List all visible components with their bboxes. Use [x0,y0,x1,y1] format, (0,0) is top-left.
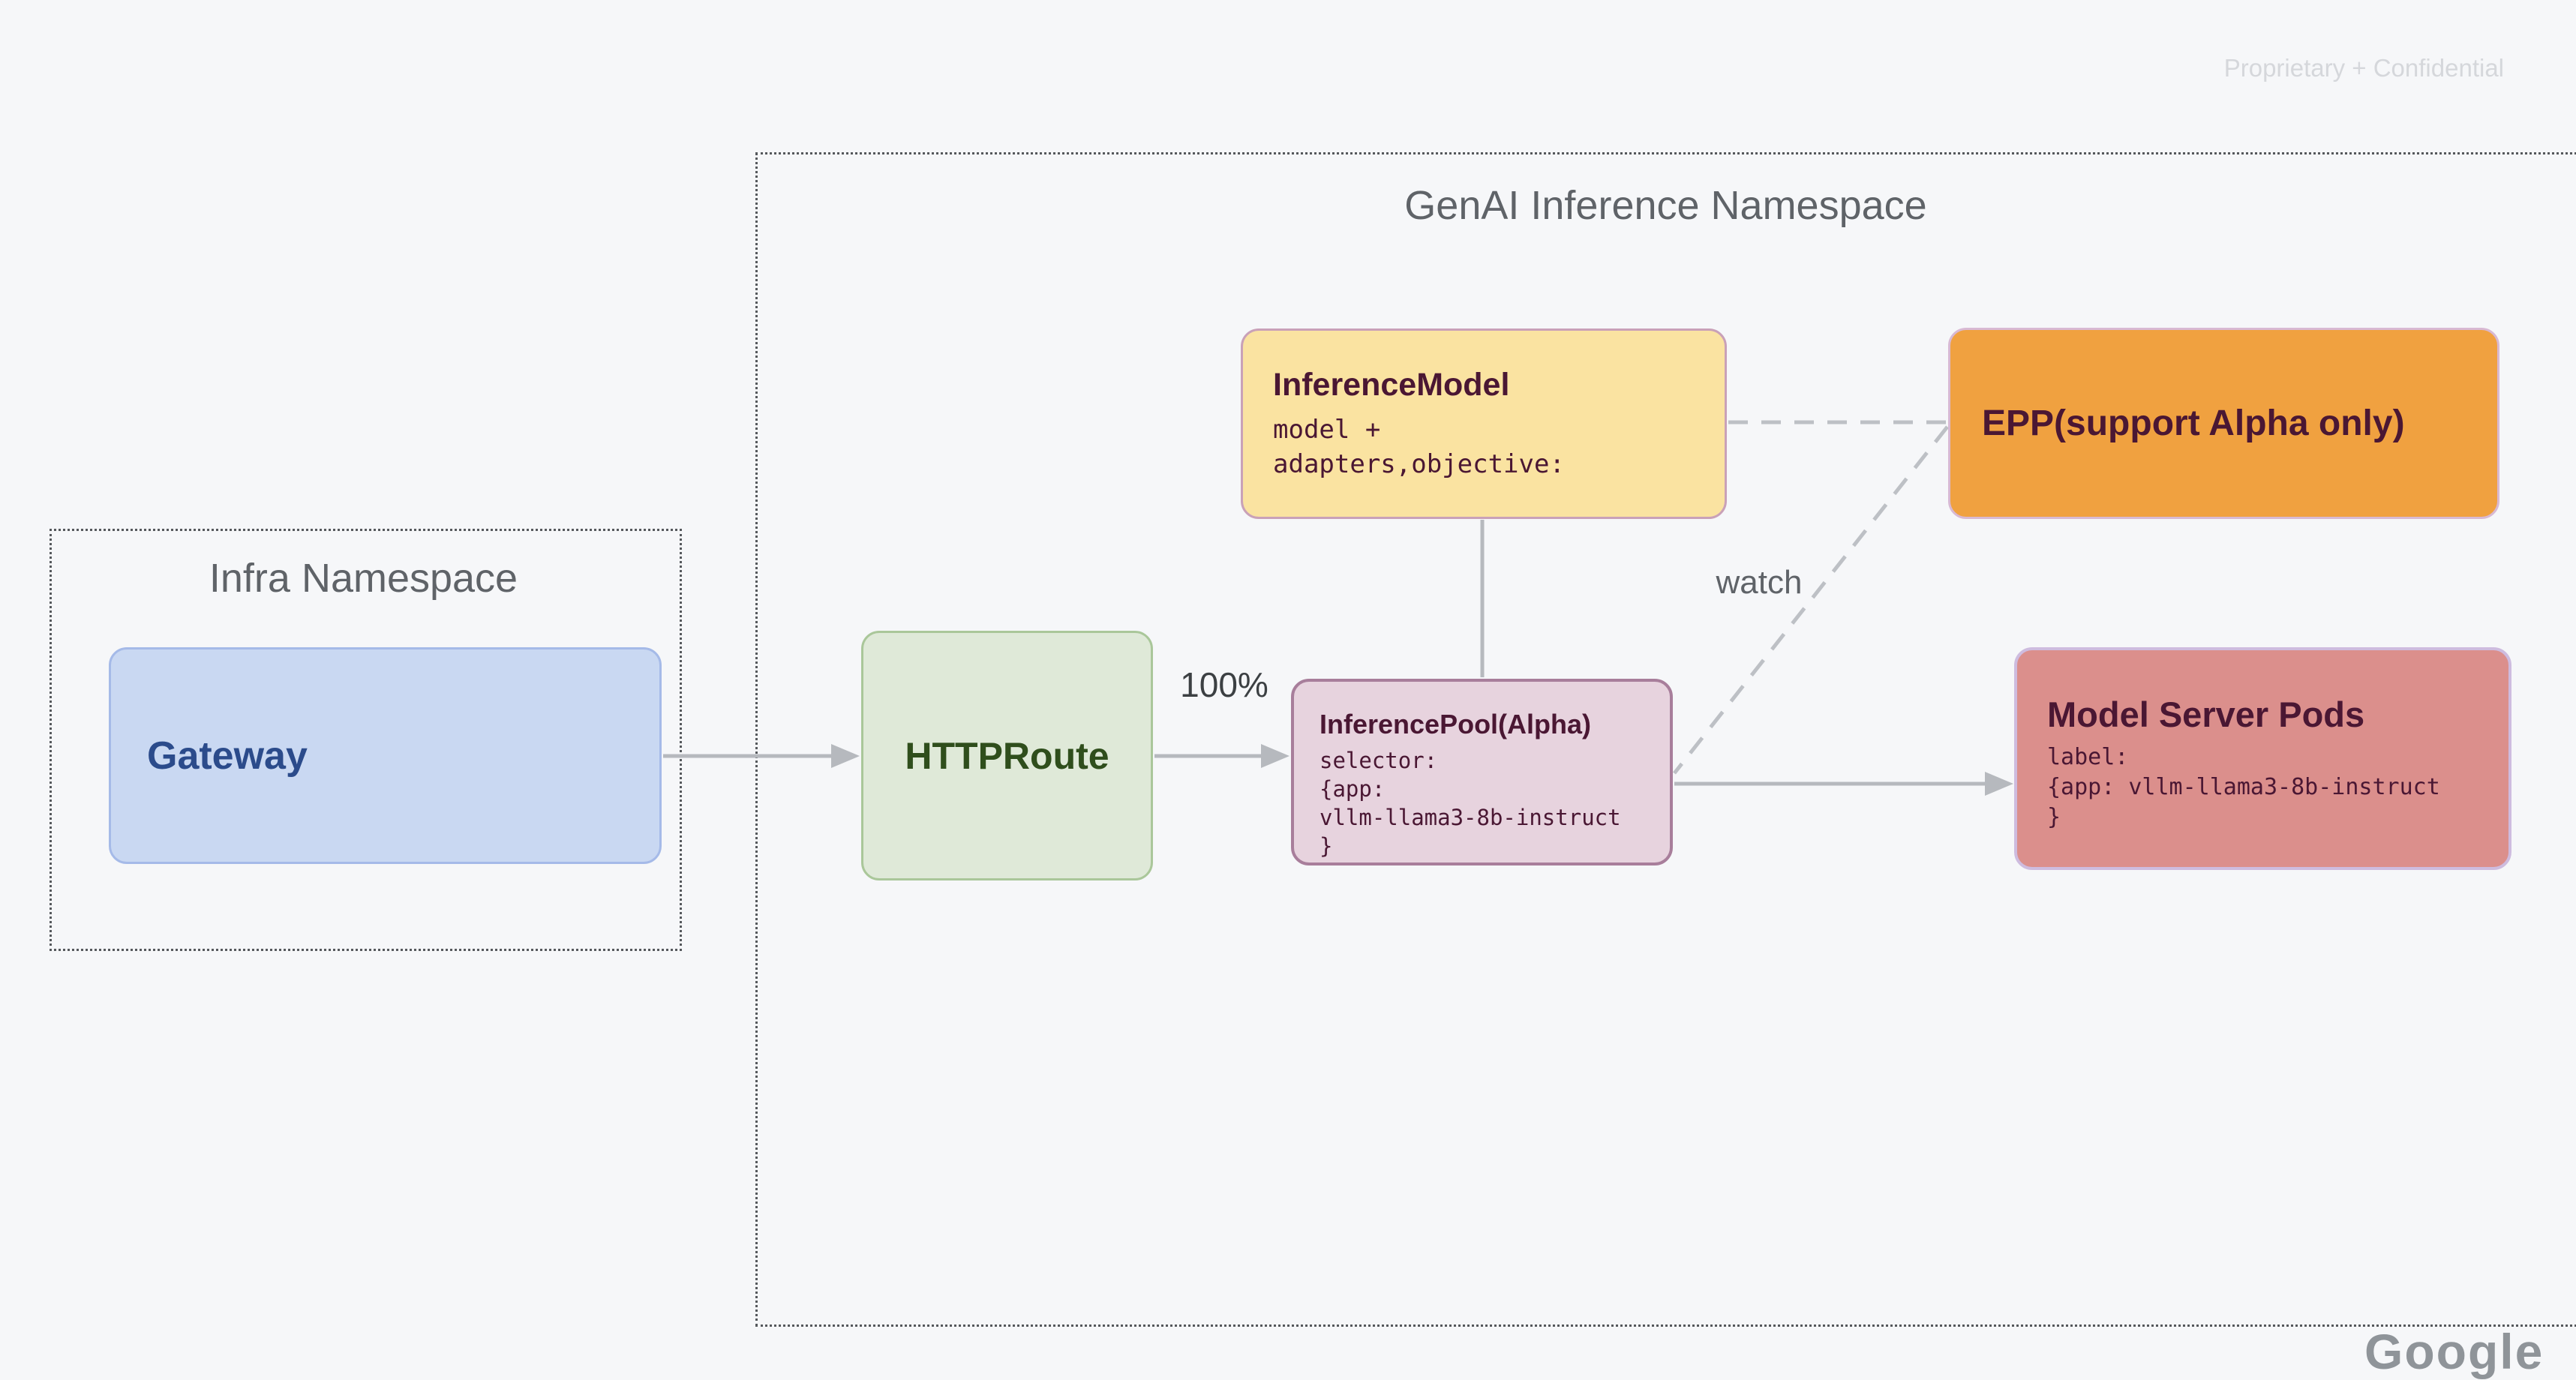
inference-pool-title: InferencePool(Alpha) [1320,709,1592,740]
code-line: } [1320,833,1333,859]
epp-title: EPP(support Alpha only) [1982,404,2405,443]
connector-layer [663,420,2013,796]
watch-label: watch [1716,564,1803,601]
slide-canvas: { "page": { "confidential_label": "Propr… [50,54,2576,1379]
code-line: adapters,objective: [1273,449,1565,479]
code-line: model + [1273,415,1381,445]
edge-epp-watch-inferencepool-dashed [1673,425,1949,775]
inference-model-node: InferenceModel model + adapters,objectiv… [1241,328,1727,519]
httproute-node: HTTPRoute [861,631,1153,880]
genai-inference-namespace-title: GenAI Inference Namespace [1404,183,1927,228]
code-line: } [2047,804,2061,830]
httproute-title: HTTPRoute [905,734,1109,777]
inference-pool-node: InferencePool(Alpha) selector: {app: vll… [1291,679,1673,866]
infra-namespace-title: Infra Namespace [209,556,518,601]
arrowhead-httproute [831,744,860,768]
arrowhead-inferencepool [1261,744,1290,768]
inference-model-spec: model + adapters,objective: [1273,412,1725,482]
code-line: label: [2047,744,2129,770]
google-logo-watermark: Google [2364,1324,2544,1379]
code-line: selector: [1320,748,1438,773]
gateway-title: Gateway [147,734,308,778]
confidential-notice: Proprietary + Confidential [2223,54,2504,82]
inference-model-title: InferenceModel [1273,367,1510,403]
infra-namespace-box [50,529,682,951]
code-line: {app: [1320,776,1386,802]
route-weight-label: 100% [1180,665,1268,704]
model-server-pods-label: label: {app: vllm-llama3-8b-instruct } [2047,742,2508,832]
epp-node: EPP(support Alpha only) [1948,328,2499,519]
model-server-pods-title: Model Server Pods [2047,694,2365,734]
genai-inference-namespace-box [755,152,2576,1327]
model-server-pods-node: Model Server Pods label: {app: vllm-llam… [2014,647,2511,870]
inference-pool-selector: selector: {app: vllm-llama3-8b-instruct … [1320,746,1670,860]
code-line: {app: vllm-llama3-8b-instruct [2047,774,2440,800]
arrowhead-modelserverpods [1985,772,2013,796]
gateway-node: Gateway [109,647,662,864]
code-line: vllm-llama3-8b-instruct [1320,805,1621,830]
